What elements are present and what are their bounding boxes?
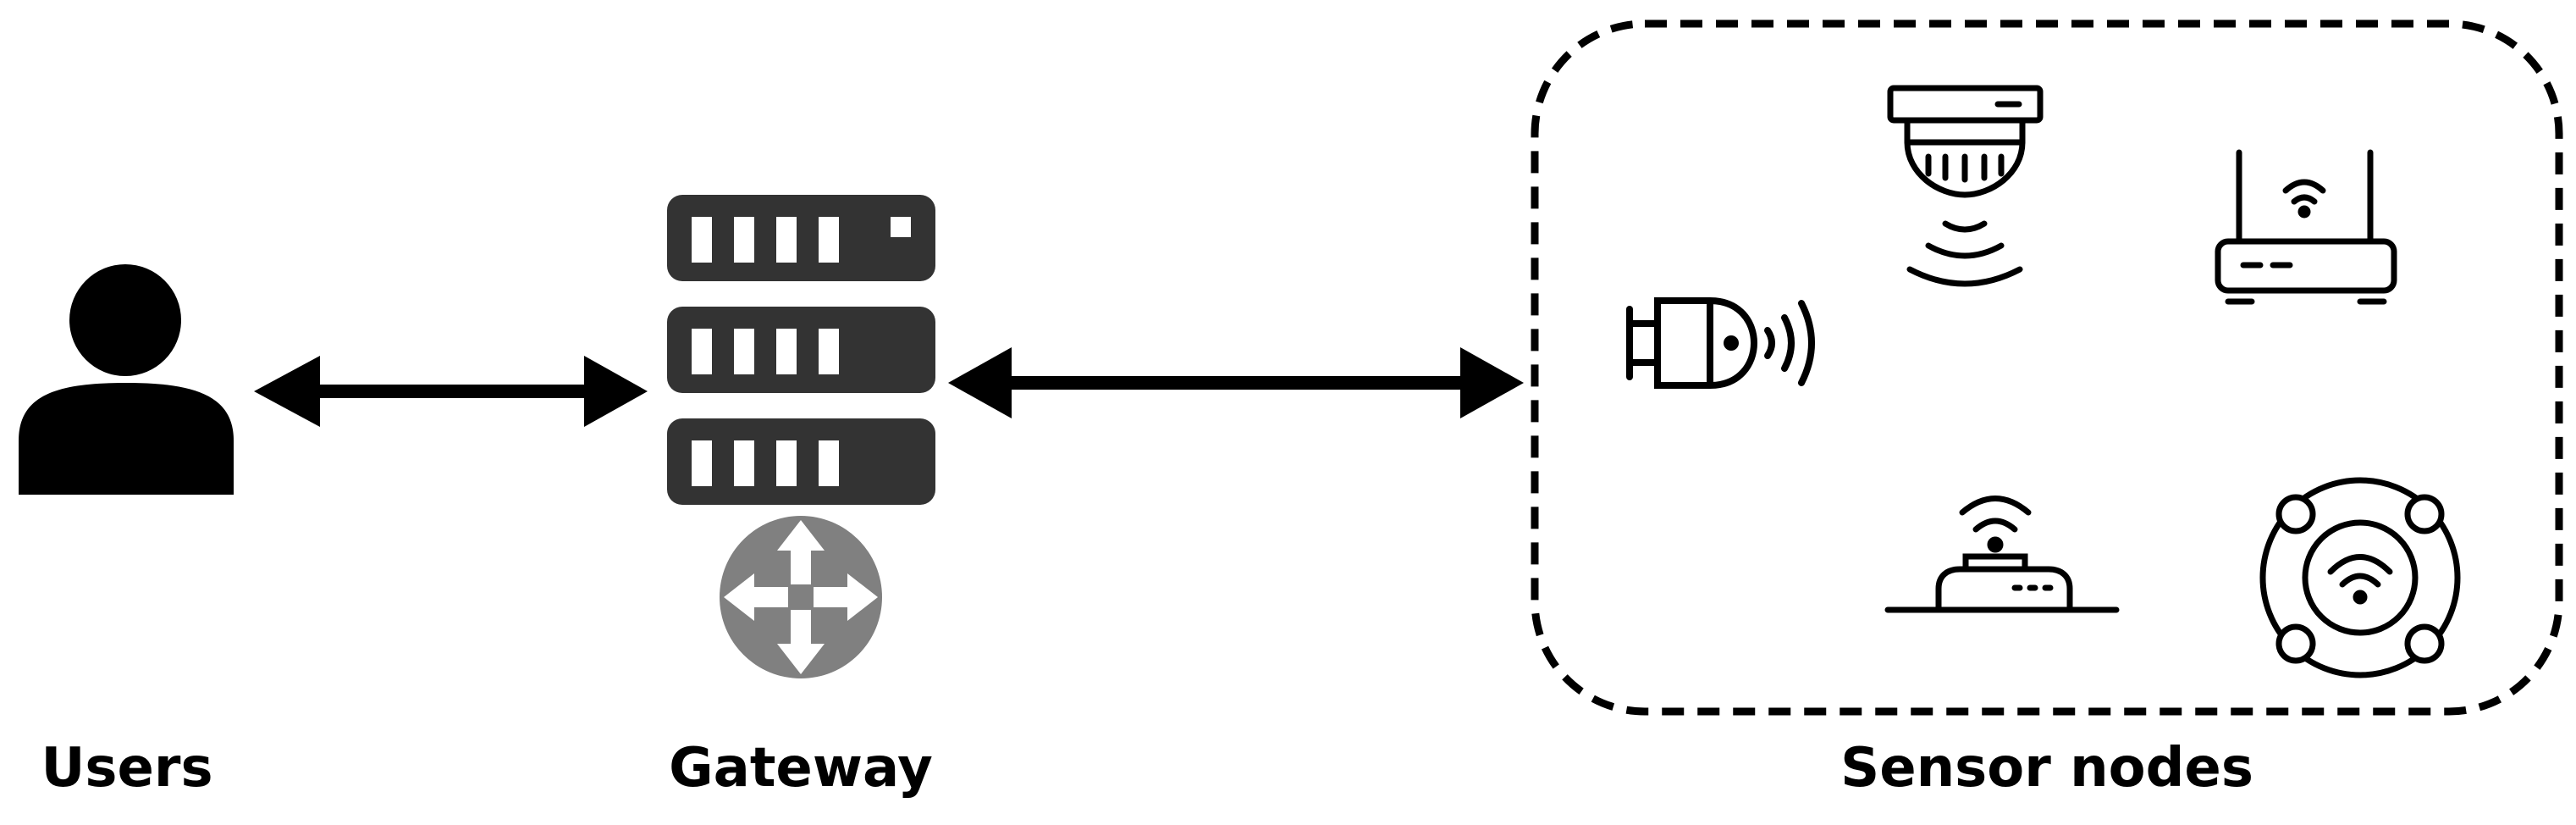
sensor-nodes-boundary — [1531, 19, 2563, 716]
hub-icon — [1884, 496, 2120, 613]
smoke-detector-icon — [1887, 85, 2044, 287]
server-icon — [667, 195, 935, 505]
gateway-sensors-arrow — [948, 347, 1524, 418]
user-icon — [19, 264, 234, 495]
router-icon — [720, 516, 882, 678]
sensor-nodes-label: Sensor nodes — [1840, 737, 2253, 800]
users-gateway-arrow — [254, 356, 648, 427]
smart-speaker-icon — [2259, 477, 2461, 678]
wifi-router-icon — [2215, 149, 2397, 305]
users-label: Users — [41, 737, 213, 800]
gateway-label: Gateway — [669, 737, 933, 800]
smart-bulb-icon — [1626, 297, 1815, 389]
